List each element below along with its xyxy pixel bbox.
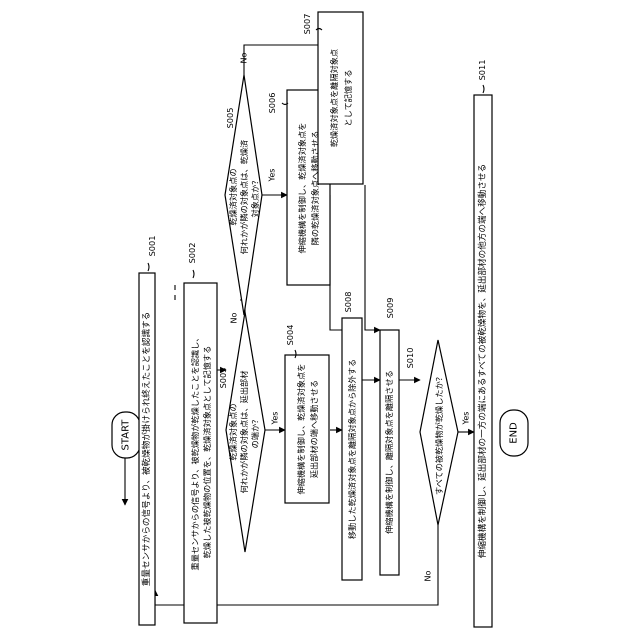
step-s011: 伸縮機構を制御し、延出部材の一方の端にあるすべての被乾燥物を、延出部材の他方の端… — [474, 60, 492, 627]
s003-label: S003 — [218, 368, 228, 389]
step-s009: 伸縮機構を制御し、離隔対象点を離隔させる S009 — [380, 298, 399, 575]
s002-text-line2: 乾燥した被乾燥物の位置を、乾燥済対象点として記憶する — [202, 346, 212, 559]
s009-text: 伸縮機構を制御し、離隔対象点を離隔させる — [384, 370, 394, 534]
s004-label: S004 — [285, 325, 295, 346]
s005-label: S005 — [225, 108, 235, 129]
s002-text-line1: 重量センサからの信号より、被乾燥物が乾燥したことを認識し、 — [190, 334, 200, 571]
s003-no-label: No — [230, 312, 239, 323]
s011-label: S011 — [477, 60, 487, 81]
s008-text: 移動した乾燥済対象点を離隔対象点から除外する — [347, 359, 357, 539]
s004-text-line2: 延出部材の端へ移動させる — [309, 380, 319, 478]
start-terminal: START — [112, 412, 140, 458]
s003-text-line3: の端か？ — [250, 416, 260, 449]
start-label: START — [121, 419, 132, 451]
step-s008: 移動した乾燥済対象点を離隔対象点から除外する S008 — [342, 292, 362, 580]
s010-text: すべての被乾燥物が乾燥したか？ — [434, 373, 444, 495]
step-s001: 重量センサからの信号より、被乾燥物が掛けられ終えたことを認識する S001 — [139, 236, 157, 625]
end-terminal: END — [500, 410, 528, 456]
s006-label: S006 — [267, 93, 277, 114]
s010-yes-label: Yes — [462, 412, 471, 426]
s004-text-line1: 伸縮機構を制御し、乾燥済対象点を — [296, 363, 306, 494]
s002-label: S002 — [187, 243, 197, 264]
s010-no-label: No — [424, 570, 433, 581]
s011-text: 伸縮機構を制御し、延出部材の一方の端にあるすべての被乾燥物を、延出部材の他方の端… — [476, 164, 488, 558]
step-s002: 重量センサからの信号より、被乾燥物が乾燥したことを認識し、 乾燥した被乾燥物の位… — [184, 243, 217, 623]
s006-text-line1: 伸縮機構を制御し、乾燥済対象点を — [297, 122, 307, 253]
s007-text-line1: 乾燥済対象点を離隔対象点 — [329, 49, 339, 147]
decision-s003: 乾燥済対象点の 何れかが隣の対象点は、延出部材 の端か？ S003 Yes No — [218, 312, 280, 552]
s003-text-line1: 乾燥済対象点の — [228, 403, 238, 460]
s008-label: S008 — [343, 292, 353, 313]
s005-text-line3: 対象点か？ — [250, 177, 260, 218]
s007-label: S007 — [302, 14, 312, 35]
s005-text-line1: 乾燥済対象点の — [228, 168, 238, 225]
s003-text-line2: 何れかが隣の対象点は、延出部材 — [239, 371, 249, 494]
s005-no-label: No — [240, 52, 249, 63]
s010-label: S010 — [405, 348, 415, 369]
s001-text: 重量センサからの信号より、被乾燥物が掛けられ終えたことを認識する — [140, 312, 152, 587]
s005-text-line2: 何れかが隣の対象点は、乾燥済 — [239, 140, 249, 255]
decision-s005: 乾燥済対象点の 何れかが隣の対象点は、乾燥済 対象点か？ S005 Yes No — [225, 52, 277, 315]
s007-text-line2: として記憶する — [343, 69, 353, 126]
s009-label: S009 — [385, 298, 395, 319]
end-label: END — [509, 422, 520, 444]
s003-yes-label: Yes — [271, 412, 280, 426]
s001-label: S001 — [147, 236, 157, 257]
s005-yes-label: Yes — [268, 169, 277, 183]
step-s004: 伸縮機構を制御し、乾燥済対象点を 延出部材の端へ移動させる S004 — [285, 325, 329, 503]
